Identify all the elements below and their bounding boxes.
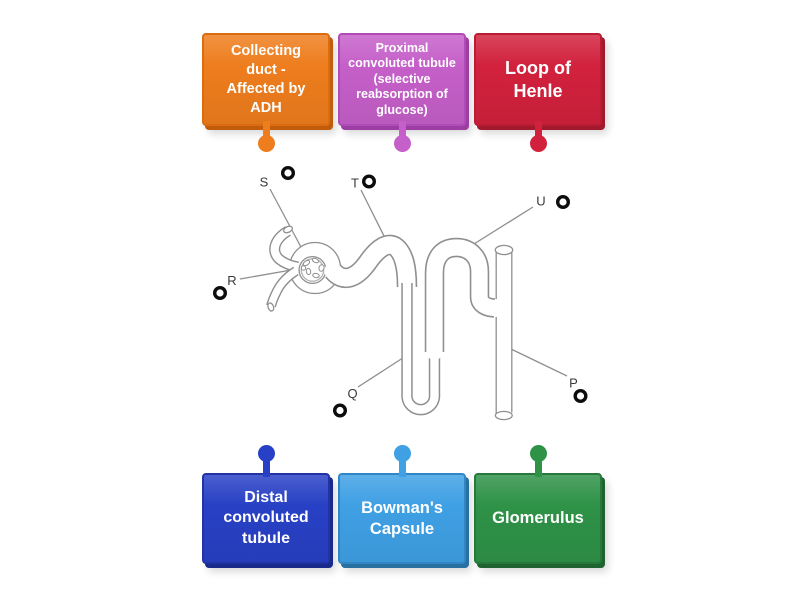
pin-ball-collecting-duct [257,135,275,152]
glomerulus-capillary [312,272,320,279]
leader-line-t [360,189,389,245]
glomerulus-capillary [305,267,312,276]
collecting-duct-top-opening [494,244,514,256]
pin-ball-loop-of-henle [529,135,547,152]
drop-target-ring-r[interactable] [212,286,227,301]
leader-line-p [510,348,568,377]
pin-bowmans-capsule [398,459,406,477]
pin-ball-proximal-convoluted-tubule [393,135,411,152]
label-card-loop-of-henle[interactable]: Loop of Henle [474,33,602,126]
label-card-proximal-convoluted-tubule[interactable]: Proximal convoluted tubule (selective re… [338,33,466,126]
leader-line-r [239,268,298,280]
marker-letter-t: T [351,176,359,191]
marker-letter-u: U [536,194,545,209]
drop-target-ring-u[interactable] [556,194,571,209]
label-card-text: Proximal convoluted tubule (selective re… [348,40,456,117]
label-card-collecting-duct[interactable]: Collecting duct - Affected by ADH [202,33,330,126]
glomerulus-capillary [318,264,325,272]
collecting-duct-tube [496,252,512,415]
pin-distal-convoluted-tubule [262,459,270,477]
leader-line-u [465,206,534,250]
marker-letter-s: S [260,175,269,190]
label-card-text: Loop of Henle [505,57,571,101]
afferent-open-end [283,225,293,234]
label-card-text: Glomerulus [492,509,584,527]
label-card-text: Bowman's Capsule [361,498,443,538]
drop-target-ring-s[interactable] [281,165,296,180]
label-card-text: Distal convoluted tubule [223,488,309,547]
label-card-glomerulus[interactable]: Glomerulus [474,473,602,564]
pin-ball-glomerulus [529,445,547,462]
pin-collecting-duct [262,121,270,139]
pin-ball-distal-convoluted-tubule [257,445,275,462]
collecting-duct-bottom-opening [494,410,513,421]
drop-target-ring-t[interactable] [362,174,377,189]
leader-line-s [269,188,303,250]
marker-letter-p: P [569,376,578,391]
label-card-bowmans-capsule[interactable]: Bowman's Capsule [338,473,466,564]
pin-proximal-convoluted-tubule [398,121,406,139]
pin-ball-bowmans-capsule [393,445,411,462]
pin-loop-of-henle [534,121,542,139]
vascular-pole [300,265,307,271]
label-card-distal-convoluted-tubule[interactable]: Distal convoluted tubule [202,473,330,564]
drop-target-ring-q[interactable] [333,403,348,418]
efferent-open-end [267,302,275,312]
drop-target-ring-p[interactable] [573,389,588,404]
marker-letter-q: Q [347,386,357,401]
glomerulus-capillary [302,259,311,267]
pin-glomerulus [534,459,542,477]
nephron-art [239,188,568,421]
label-card-text: Collecting duct - Affected by ADH [226,42,306,116]
glomerulus-capillary [311,257,320,264]
marker-letter-r: R [227,273,236,288]
